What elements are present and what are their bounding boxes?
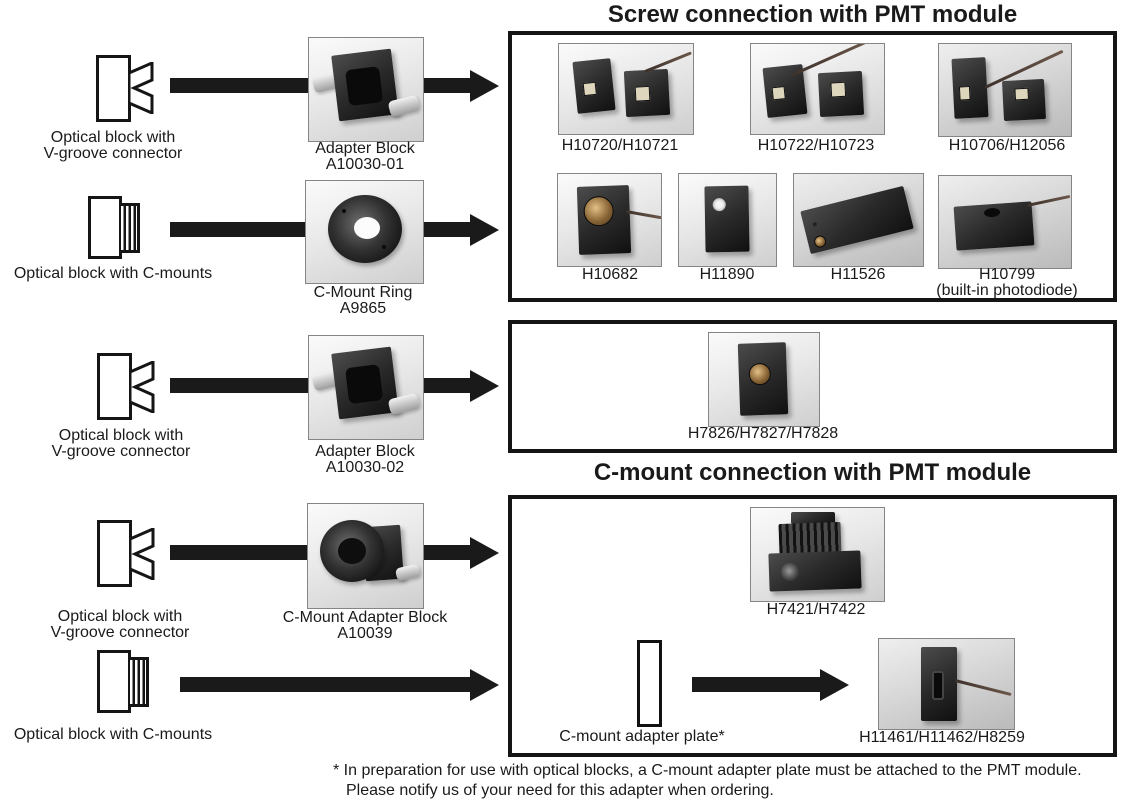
module-sublabel: (built-in photodiode) — [936, 282, 1078, 299]
photo-h11461-h11462-h8259 — [878, 638, 1015, 730]
cmount-ribs-icon — [130, 657, 149, 707]
adapter-plate-label: C-mount adapter plate* — [559, 728, 725, 745]
module-label: H11526 — [830, 266, 886, 283]
photo-h10706-h12056 — [938, 43, 1072, 137]
cmount-adapter-plate — [637, 640, 662, 727]
optical-block-label: V-groove connector — [43, 145, 183, 162]
optical-block-vgroove-icon — [97, 520, 132, 587]
module-label: H10799 — [978, 266, 1036, 283]
optical-block-cmount-icon — [97, 650, 131, 713]
photo-h7826-h7827-h7828 — [708, 332, 820, 427]
module-label: H10722/H10723 — [757, 137, 875, 154]
photo-h10722-h10723 — [750, 43, 885, 135]
adapter-label: Adapter Block — [315, 443, 415, 460]
adapter-label: A9865 — [339, 300, 387, 317]
optical-block-vgroove-icon — [97, 353, 132, 420]
module-label: H10720/H10721 — [561, 137, 679, 154]
adapter-label: Adapter Block — [315, 140, 415, 157]
screw-section-title: Screw connection with PMT module — [607, 1, 1018, 28]
adapter-label: C-Mount Adapter Block — [282, 609, 448, 626]
cmount-ribs-icon — [121, 203, 140, 253]
optical-block-label: Optical block with C-mounts — [13, 265, 213, 282]
module-label: H7826/H7827/H7828 — [687, 425, 839, 442]
adapter-label: A10030-02 — [325, 459, 405, 476]
photo-h10720-h10721 — [558, 43, 694, 135]
footnote-line1: * In preparation for use with optical bl… — [333, 762, 1082, 779]
photo-h11526 — [793, 173, 924, 267]
optical-block-label: Optical block with — [57, 608, 183, 625]
module-label: H10682 — [581, 266, 639, 283]
optical-block-label: V-groove connector — [51, 443, 191, 460]
photo-h10682 — [557, 173, 662, 267]
module-label: H7421/H7422 — [766, 601, 866, 618]
vgroove-connector-icon — [129, 361, 155, 413]
photo-adapter-block-a10030-02 — [308, 335, 424, 440]
optical-block-label: Optical block with C-mounts — [13, 726, 213, 743]
module-label: H11890 — [699, 266, 755, 283]
optical-block-label: V-groove connector — [50, 624, 190, 641]
cmount-section-title: C-mount connection with PMT module — [593, 459, 1032, 486]
adapter-label: A10030-01 — [325, 156, 405, 173]
footnote-line2: Please notify us of your need for this a… — [346, 782, 774, 799]
photo-h11890 — [678, 173, 777, 267]
photo-h7421-h7422 — [750, 507, 885, 602]
vgroove-connector-icon — [129, 528, 155, 580]
photo-adapter-block-a10030-01 — [308, 37, 424, 142]
module-label: H10706/H12056 — [948, 137, 1066, 154]
optical-block-vgroove-icon — [96, 55, 131, 122]
optical-block-label: Optical block with — [58, 427, 184, 444]
photo-h10799 — [938, 175, 1072, 269]
adapter-label: C-Mount Ring — [313, 284, 413, 301]
optical-block-cmount-icon — [88, 196, 122, 259]
photo-cmount-adapter-block-a10039 — [307, 503, 424, 609]
vgroove-connector-icon — [128, 62, 154, 114]
photo-cmount-ring-a9865 — [305, 180, 424, 284]
optical-block-label: Optical block with — [50, 129, 176, 146]
adapter-label: A10039 — [337, 625, 393, 642]
module-label: H11461/H11462/H8259 — [859, 729, 1025, 746]
